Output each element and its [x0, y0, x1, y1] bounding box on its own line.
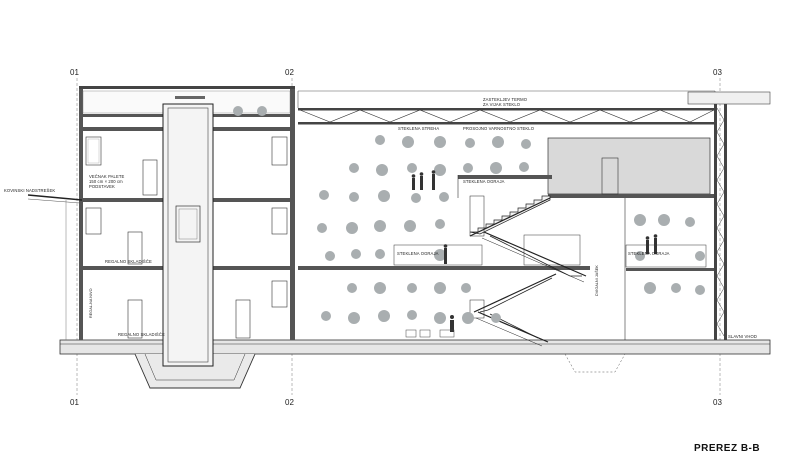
label-steklena-streha: STEKLENA STREHA	[398, 126, 439, 131]
canopy	[27, 194, 83, 340]
furniture	[405, 329, 455, 338]
axis-label-03-bottom: 03	[713, 398, 722, 407]
axis-label-01-top: 01	[70, 68, 79, 77]
label-regalno-bottom: REGALNO SKLADIŠČE	[118, 332, 165, 337]
label-podstavek: PODSTAVEK	[89, 184, 115, 189]
label-prosojno: PROSOJNO VARNOSTNO STEKLO	[463, 126, 535, 131]
label-vertical-note: REGAL-NA NIVO	[89, 288, 93, 318]
label-slavni-vhod: SLAVNI VHOD	[728, 334, 757, 339]
label-regalno-top: REGALNO SKLADIŠČE	[105, 259, 152, 264]
label-zastekljeno-2: ZA VIJAK STEKLO	[483, 102, 521, 107]
axis-label-01-bottom: 01	[70, 398, 79, 407]
label-vecnak-dim: 150 cm × 200 cm	[89, 179, 123, 184]
label-jasek: DVIGALNI JAŠEK	[594, 265, 599, 296]
glass-dots	[233, 106, 705, 324]
axis-label-02-bottom: 02	[285, 398, 294, 407]
label-zastekljeno-1: ZASTEKLJEV TERMO	[483, 97, 528, 102]
axis-label-02-top: 02	[285, 68, 294, 77]
label-kovinski-nadstresek: KOVINSKI NADSTREŠEK	[4, 188, 55, 193]
people-figures	[411, 170, 658, 332]
label-ograja-2: STEKLENA OGRAJA	[397, 251, 439, 256]
staircase	[469, 195, 587, 347]
label-vecnak-palete: VEČNAK PALETE	[89, 174, 125, 179]
right-hall	[297, 90, 771, 340]
left-building	[79, 86, 295, 367]
drawing-title: PREREZ B-B	[694, 443, 760, 454]
label-ograja-1: STEKLENA OGRAJA	[463, 179, 505, 184]
label-ograja-3: STEKLENA OGRAJA	[628, 251, 670, 256]
axis-label-03-top: 03	[713, 68, 722, 77]
